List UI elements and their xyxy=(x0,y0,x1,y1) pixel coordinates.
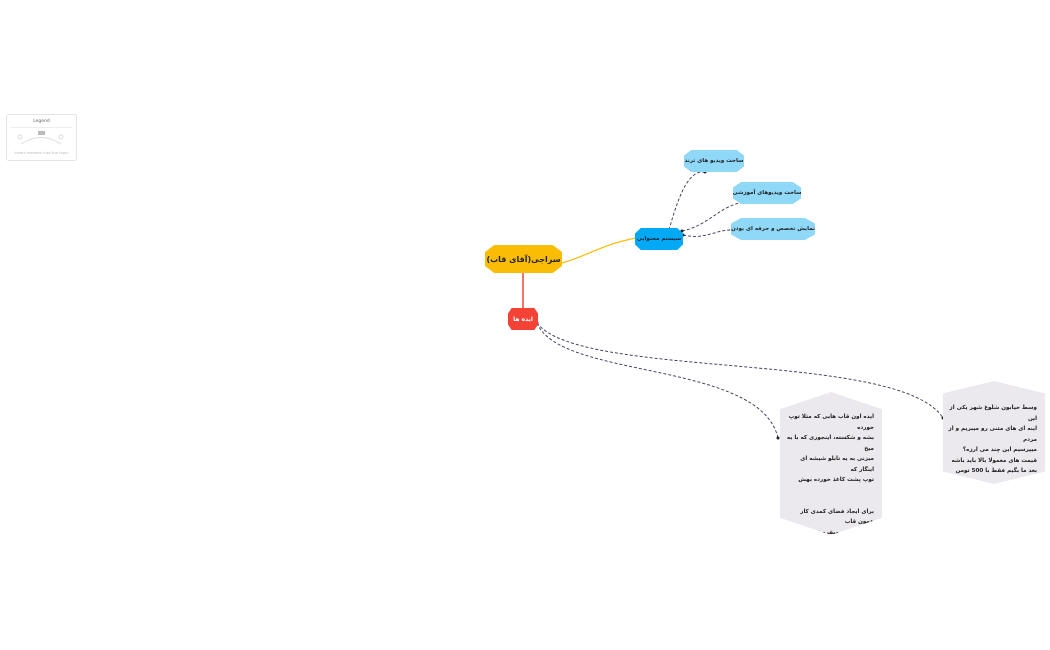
connector-central-content xyxy=(561,237,637,264)
legend-hint: Insert markers into the topic xyxy=(14,150,69,155)
topic-ideas[interactable]: ایده ها xyxy=(508,308,538,330)
note-line: ایده اون قاب هایی که مثلا توپ خورده xyxy=(788,414,874,431)
subtopic-label: ساخت ویدیوهای آموزشی xyxy=(732,190,802,196)
note-line: میزنی به یه تابلو شیشه ای اینگار که xyxy=(800,456,874,473)
connector-ideas-note1 xyxy=(536,322,779,439)
note-line: بشه و شکسته، اینجوری که با یه میخ xyxy=(786,435,874,452)
subtopic-educational-videos[interactable]: ساخت ویدیوهای آموزشی xyxy=(733,182,801,204)
note-line: وسط خیابون شلوغ شهر یکی از این xyxy=(949,405,1037,422)
subtopic-label: ساخت ویدیو های ترند xyxy=(684,158,744,164)
connector-content-edu xyxy=(681,201,746,232)
note-line: میپرسیم این چند می ارزه؟ xyxy=(962,447,1037,453)
subtopic-label: نمایش تخصص و حرفه ای بودن xyxy=(731,226,815,232)
note-line: رو به یه نفر میفروشیم و با عینک xyxy=(798,529,874,546)
subtopic-expertise[interactable]: نمایش تخصص و حرفه ای بودن xyxy=(731,218,815,240)
note-broken-frame[interactable]: ایده اون قاب هایی که مثلا توپ خورده بشه … xyxy=(780,392,882,535)
connector-ideas-note2 xyxy=(536,322,944,419)
connector-content-expertise xyxy=(682,229,732,237)
note-line: قیمت های معمولا بالا باید باشه xyxy=(951,457,1038,464)
topic-content-system-label: سیستم محتوایی xyxy=(636,236,682,242)
note-street-mirror[interactable]: وسط خیابون شلوغ شهر یکی از این اینه ای ه… xyxy=(943,381,1045,484)
legend-panel[interactable]: Legend Insert markers into the topic xyxy=(6,114,77,161)
connector-content-trend xyxy=(668,171,706,231)
topic-content-system[interactable]: سیستم محتوایی xyxy=(635,228,683,250)
legend-markers-icon xyxy=(17,131,64,145)
legend-title: Legend xyxy=(11,119,72,128)
subtopic-trend-videos[interactable]: ساخت ویدیو های ترند xyxy=(684,150,744,172)
note-line: توپ پشت کاغذ خورده بهش xyxy=(798,477,874,483)
topic-ideas-label: ایده ها xyxy=(513,315,533,323)
central-topic-label: سراجی(آقای قاب) xyxy=(486,254,561,264)
note-line: اینه ای های متنی رو میبریم و از مردم xyxy=(948,426,1037,443)
central-topic[interactable]: سراجی(آقای قاب) xyxy=(485,245,562,273)
note-line: برای ایجاد فضای کمدی کار همون قاب xyxy=(800,508,874,526)
